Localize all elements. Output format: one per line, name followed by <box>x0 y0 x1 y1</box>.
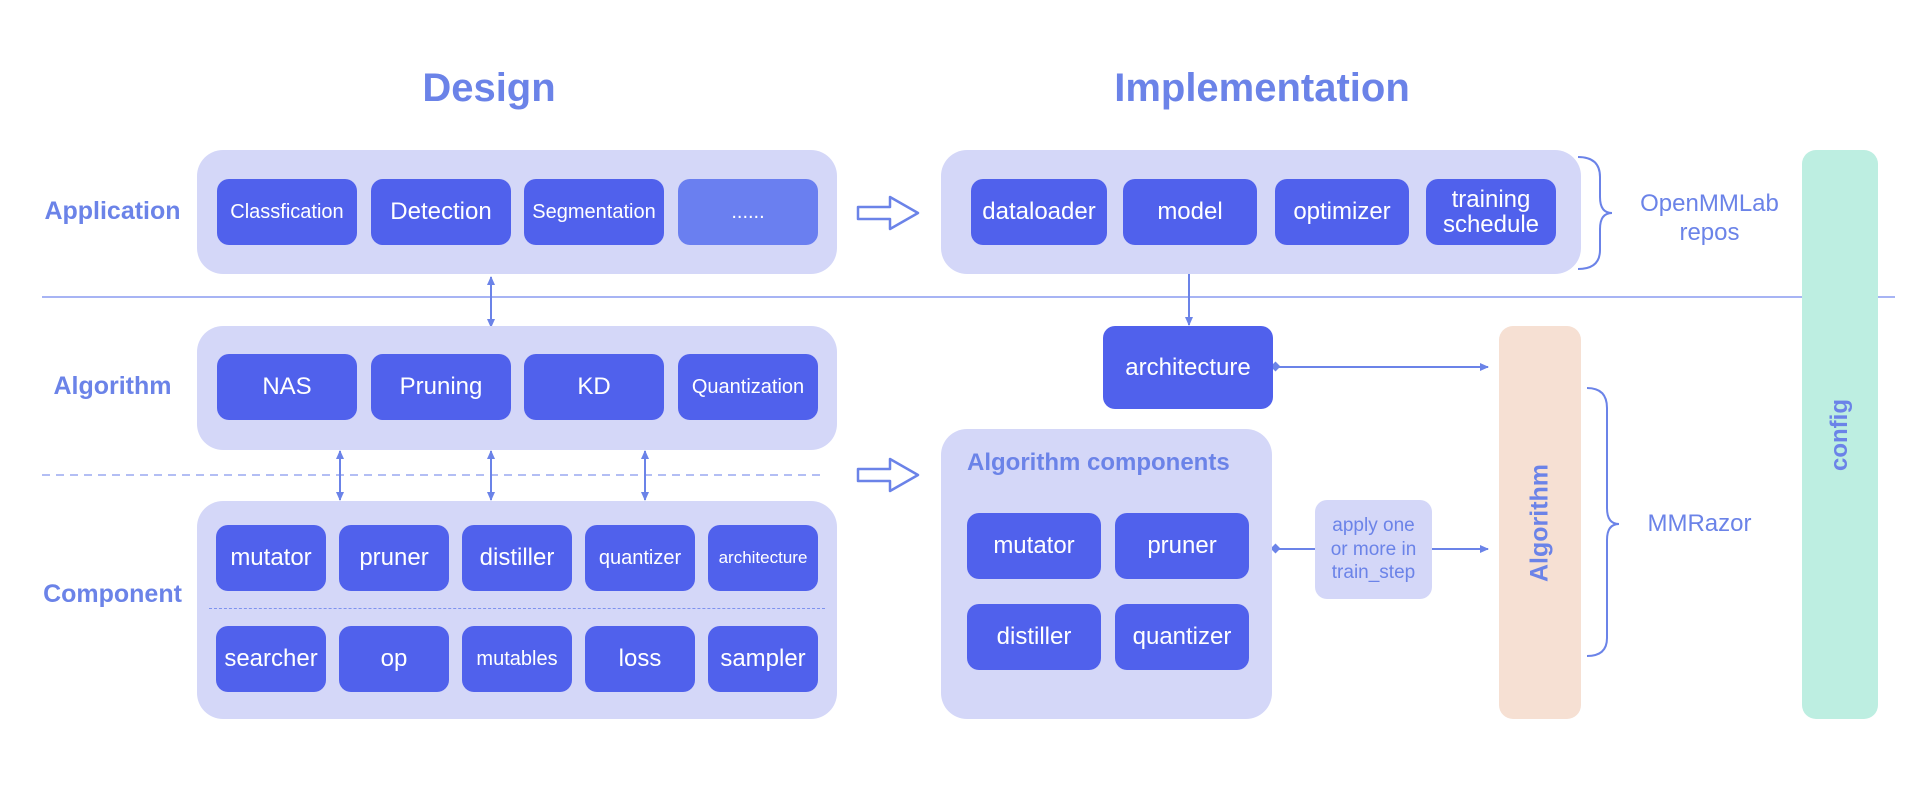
component-mutables-box[interactable]: mutables <box>462 626 572 692</box>
component-loss-box[interactable]: loss <box>585 626 695 692</box>
algorithm-components-panel: Algorithm components mutator pruner dist… <box>941 429 1272 719</box>
openmmlab-repos-label: OpenMMLab repos <box>1640 190 1779 246</box>
impl-mutator-box[interactable]: mutator <box>967 513 1101 579</box>
component-sampler-box[interactable]: sampler <box>708 626 818 692</box>
algorithm-bar-label: Algorithm <box>1525 463 1554 582</box>
classification-box[interactable]: Classfication <box>217 179 357 245</box>
kd-box[interactable]: KD <box>524 354 664 420</box>
dataloader-box[interactable]: dataloader <box>971 179 1107 245</box>
openmmlab-brace <box>1577 156 1613 270</box>
algorithm-row-label: Algorithm <box>53 372 172 400</box>
design-component-panel: mutator pruner distiller quantizer archi… <box>197 501 837 719</box>
quantization-box[interactable]: Quantization <box>678 354 818 420</box>
config-bar: config <box>1802 150 1878 719</box>
component-searcher-box[interactable]: searcher <box>216 626 326 692</box>
config-label: config <box>1826 398 1853 471</box>
component-distiller-box[interactable]: distiller <box>462 525 572 591</box>
train-step-note: apply one or more in train_step <box>1315 500 1432 599</box>
component-mutator-box[interactable]: mutator <box>216 525 326 591</box>
optimizer-box[interactable]: optimizer <box>1275 179 1409 245</box>
nas-box[interactable]: NAS <box>217 354 357 420</box>
detection-box[interactable]: Detection <box>371 179 511 245</box>
component-quantizer-box[interactable]: quantizer <box>585 525 695 591</box>
component-architecture-box[interactable]: architecture <box>708 525 818 591</box>
more-box[interactable]: ...... <box>678 179 818 245</box>
component-pruner-box[interactable]: pruner <box>339 525 449 591</box>
application-row-label: Application <box>44 197 181 225</box>
component-row-label: Component <box>43 580 182 608</box>
component-divider <box>209 608 825 609</box>
segmentation-box[interactable]: Segmentation <box>524 179 664 245</box>
hollow-arrow-bottom <box>856 457 920 493</box>
model-box[interactable]: model <box>1123 179 1257 245</box>
algorithm-components-title: Algorithm components <box>967 449 1230 476</box>
hollow-arrow-top <box>856 195 920 231</box>
architecture-box[interactable]: architecture <box>1103 326 1273 409</box>
algorithm-bar: Algorithm <box>1499 326 1581 719</box>
impl-pruner-box[interactable]: pruner <box>1115 513 1249 579</box>
design-algorithm-panel: NAS Pruning KD Quantization <box>197 326 837 450</box>
mmrazor-brace <box>1586 387 1620 657</box>
design-heading: Design <box>422 66 556 110</box>
mmrazor-label: MMRazor <box>1647 510 1752 537</box>
impl-quantizer-box[interactable]: quantizer <box>1115 604 1249 670</box>
design-application-panel: Classfication Detection Segmentation ...… <box>197 150 837 274</box>
impl-distiller-box[interactable]: distiller <box>967 604 1101 670</box>
component-op-box[interactable]: op <box>339 626 449 692</box>
pruning-box[interactable]: Pruning <box>371 354 511 420</box>
implementation-heading: Implementation <box>1114 66 1410 110</box>
training-schedule-box[interactable]: training schedule <box>1426 179 1556 245</box>
implementation-application-panel: dataloader model optimizer training sche… <box>941 150 1581 274</box>
